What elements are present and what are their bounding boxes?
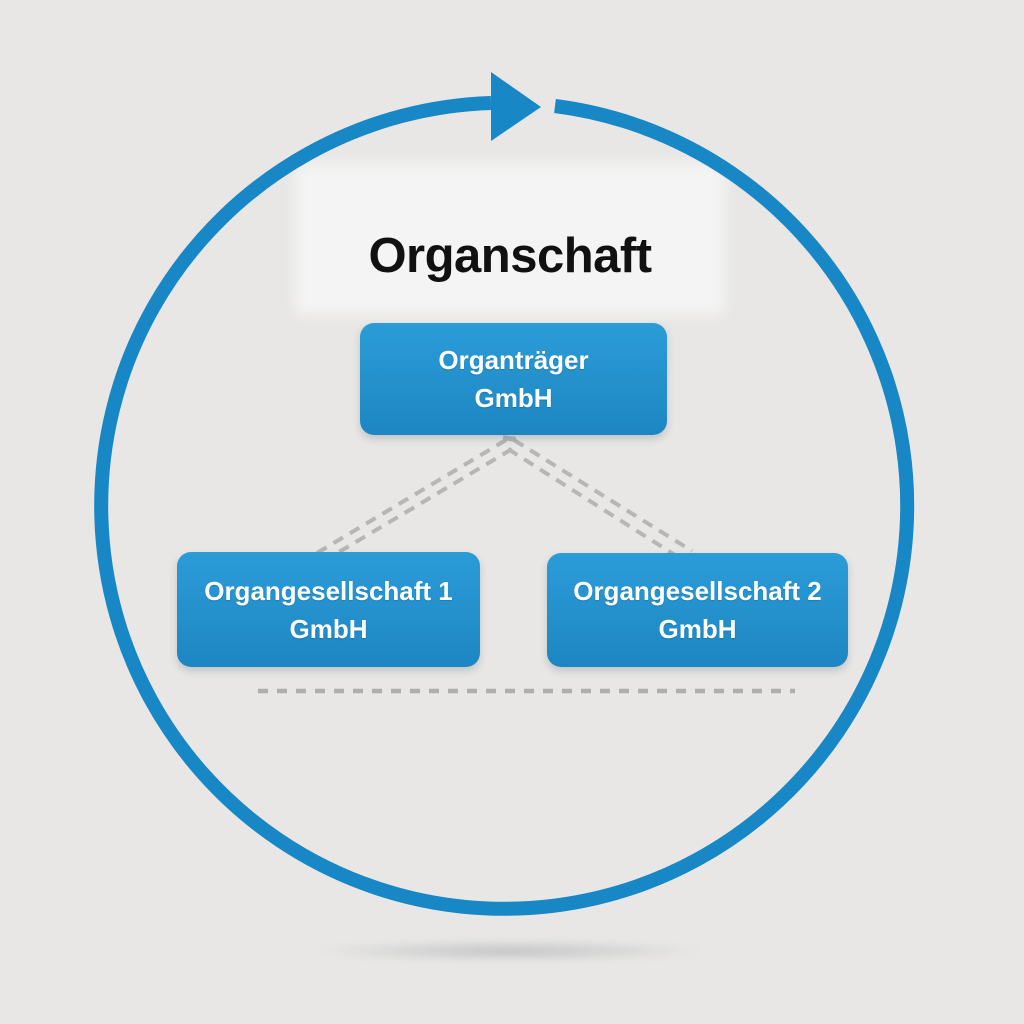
diagram-title: Organschaft xyxy=(368,229,652,283)
parent-box-organtraeger: Organträger GmbH xyxy=(360,323,667,435)
connector-parent-child2-line-b xyxy=(506,447,680,559)
connector-parent-child1-line-b xyxy=(322,447,514,563)
title-backdrop xyxy=(295,163,725,315)
child-box-1-line1: Organgesellschaft 1 xyxy=(204,575,453,606)
child-box-2-line2: GmbH xyxy=(658,614,737,644)
parent-box-line1: Organträger xyxy=(438,345,589,375)
circle-ground-shadow xyxy=(230,936,790,966)
parent-box-line2: GmbH xyxy=(474,383,553,413)
connector-parent-child1-line-a xyxy=(310,438,508,558)
child-box-organgesellschaft-1: Organgesellschaft 1 GmbH xyxy=(177,552,480,667)
child-box-organgesellschaft-2: Organgesellschaft 2 GmbH xyxy=(547,553,848,667)
cycle-arrowhead-icon xyxy=(491,72,541,141)
cycle-circle-arc xyxy=(94,96,915,916)
child-box-1-line2: GmbH xyxy=(289,613,368,644)
connector-apex-tick xyxy=(502,435,517,442)
connector-parent-child2-line-a xyxy=(512,438,694,553)
child-box-2-line1: Organgesellschaft 2 xyxy=(573,576,822,606)
